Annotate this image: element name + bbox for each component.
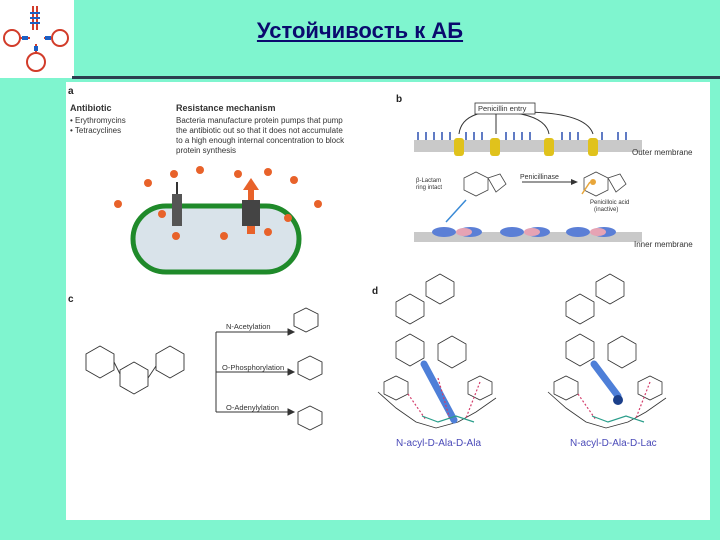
antibiotic-molecules	[114, 166, 322, 240]
reaction-acetylation: N-Acetylation	[226, 322, 271, 331]
mechanism-line-1: Bacteria manufacture protein pumps that …	[176, 116, 343, 125]
beta-lactam-label-1: β-Lactam	[416, 178, 442, 184]
vancomycin-left	[377, 273, 497, 429]
logo-trna	[0, 0, 74, 78]
reaction-adenylylation: O-Adenylylation	[226, 403, 279, 412]
penicilloic-label-1: Penicilloic acid	[590, 200, 630, 206]
title-divider	[72, 76, 720, 79]
protein-pump-inactive	[172, 182, 182, 226]
penicillinase-label: Penicillinase	[520, 174, 559, 181]
reaction-arrows	[215, 328, 296, 416]
antibiotic-item-1: • Erythromycins	[70, 116, 126, 125]
bacterial-cell	[130, 203, 302, 275]
beta-lactam-label-2: ring intact	[416, 185, 443, 191]
antibiotic-item-2: • Tetracyclines	[70, 126, 122, 135]
panel-b-letter: b	[396, 94, 403, 105]
panel-c-letter: c	[68, 294, 74, 305]
inner-membrane-label: Inner membrane	[634, 240, 693, 249]
antibiotic-header: Antibiotic	[70, 103, 112, 113]
figure-panel: a Antibiotic • Erythromycins • Tetracycl…	[66, 82, 710, 520]
vancomycin-right	[547, 273, 667, 429]
mechanism-header: Resistance mechanism	[176, 103, 276, 113]
mechanism-line-2: the antibiotic out so that it does not a…	[176, 126, 343, 135]
mechanism-line-3: to a high enough internal concentration …	[176, 136, 345, 145]
aminoglycoside-structures	[85, 307, 323, 431]
penicillin-entry-arrows	[458, 111, 594, 135]
inner-membrane	[414, 227, 642, 242]
reaction-phosphorylation: O-Phosphorylation	[222, 363, 285, 372]
d-ala-d-lac-label: N-acyl-D-Ala-D-Lac	[570, 438, 657, 449]
outer-membrane	[414, 132, 642, 156]
panel-a-letter: a	[68, 86, 74, 97]
d-ala-d-ala-label: N-acyl-D-Ala-D-Ala	[396, 438, 482, 449]
protein-pump-active	[242, 178, 260, 234]
outer-membrane-label: Outer membrane	[632, 148, 693, 157]
penicillin-entry-label: Penicillin entry	[478, 104, 527, 113]
penicilloic-label-2: (inactive)	[594, 207, 619, 213]
mechanism-line-4: protein synthesis	[176, 146, 237, 155]
panel-d-letter: d	[372, 286, 379, 297]
slide-title: Устойчивость к АБ	[256, 18, 464, 43]
